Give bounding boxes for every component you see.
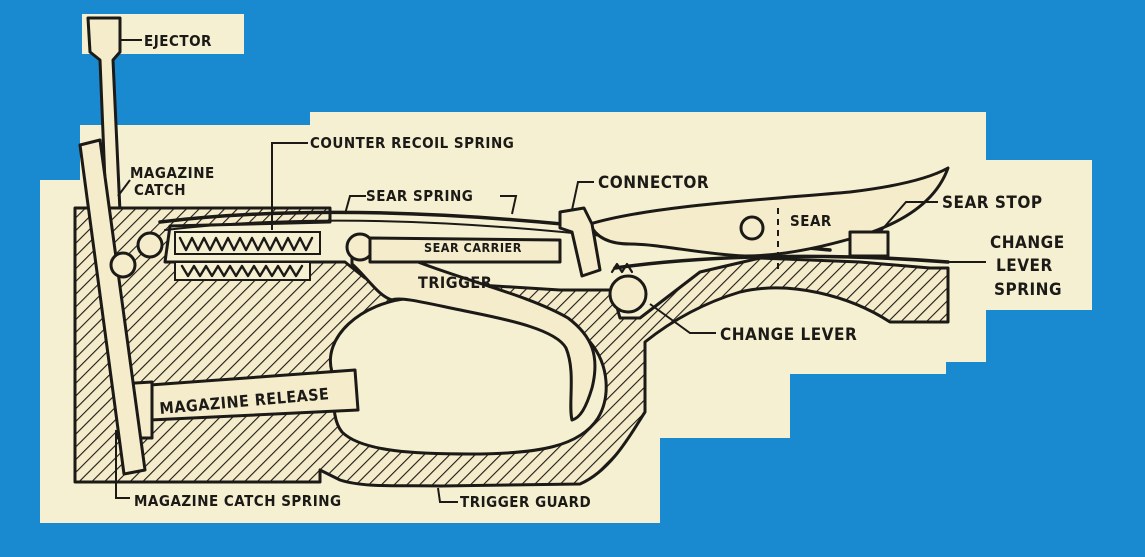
label-ejector: EJECTOR bbox=[144, 32, 212, 50]
label-counter-recoil-spring: COUNTER RECOIL SPRING bbox=[310, 134, 514, 152]
connector-part bbox=[558, 206, 602, 278]
change-lever-part bbox=[608, 254, 950, 314]
label-trigger-guard: TRIGGER GUARD bbox=[460, 493, 591, 511]
label-sear-spring: SEAR SPRING bbox=[366, 187, 473, 205]
label-change-lever: CHANGE LEVER bbox=[720, 325, 857, 345]
label-change-lever-spring-line3: SPRING bbox=[994, 280, 1062, 300]
label-change-lever-spring-line1: CHANGE bbox=[990, 233, 1065, 253]
label-magazine-catch-spring: MAGAZINE CATCH SPRING bbox=[134, 492, 342, 510]
label-connector: CONNECTOR bbox=[598, 173, 709, 193]
label-change-lever-spring-line2: LEVER bbox=[996, 256, 1053, 276]
label-sear: SEAR bbox=[790, 212, 832, 230]
sear-stop-part bbox=[848, 230, 890, 258]
label-magazine-catch-line1: MAGAZINE bbox=[130, 164, 215, 182]
label-sear-stop: SEAR STOP bbox=[942, 193, 1043, 213]
magazine-catch-part bbox=[78, 138, 164, 476]
leader-lines bbox=[115, 39, 986, 503]
counter-recoil-spring-part bbox=[174, 231, 321, 281]
label-magazine-catch-line2: CATCH bbox=[134, 181, 186, 199]
trigger-part bbox=[345, 232, 597, 422]
label-sear-carrier: SEAR CARRIER bbox=[424, 240, 522, 255]
sear-carrier-part bbox=[368, 236, 562, 264]
label-trigger: TRIGGER bbox=[418, 273, 492, 292]
